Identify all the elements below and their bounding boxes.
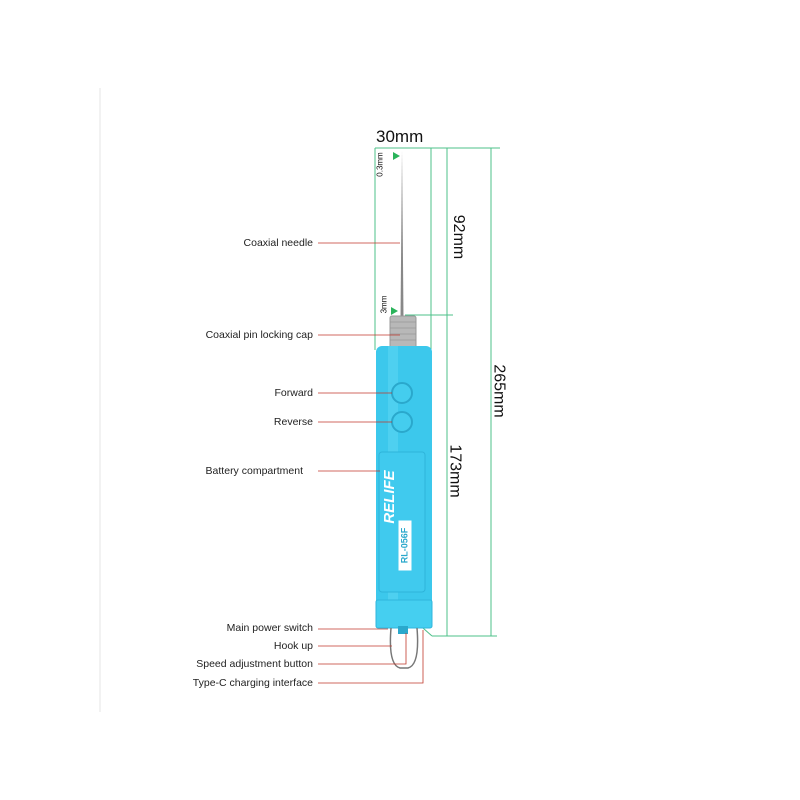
base-dimension: 3mm <box>379 295 389 314</box>
forward-button[interactable] <box>391 382 413 404</box>
label-power-switch: Main power switch <box>226 622 313 634</box>
label-reverse: Reverse <box>273 416 313 428</box>
brand-logo: RELIFE <box>381 470 398 524</box>
label-coaxial-needle: Coaxial needle <box>243 237 313 249</box>
leader-lines <box>318 242 424 684</box>
label-speed-button: Speed adjustment button <box>196 658 313 670</box>
total-length-dimension: 265mm <box>490 364 508 418</box>
label-forward: Forward <box>274 387 313 399</box>
dimension-lines <box>374 147 500 637</box>
tip-marker-icon <box>393 152 400 160</box>
label-type-c: Type-C charging interface <box>192 677 313 689</box>
type-c-port <box>398 626 408 634</box>
label-battery: Battery compartment <box>205 465 303 477</box>
hook <box>389 627 419 669</box>
base-marker-icon <box>391 307 398 315</box>
bottom-cap <box>375 599 433 629</box>
needle-length-dimension: 92mm <box>450 214 468 260</box>
label-hook: Hook up <box>273 640 313 652</box>
label-locking-cap: Coaxial pin locking cap <box>205 329 313 341</box>
width-dimension: 30mm <box>376 127 424 146</box>
model-label: RL-056F <box>398 520 412 571</box>
locking-cap <box>389 315 417 351</box>
tip-dimension: 0.3mm <box>375 152 385 177</box>
coaxial-needle <box>400 150 404 318</box>
body-length-dimension: 173mm <box>446 444 464 498</box>
reverse-button[interactable] <box>391 411 413 433</box>
